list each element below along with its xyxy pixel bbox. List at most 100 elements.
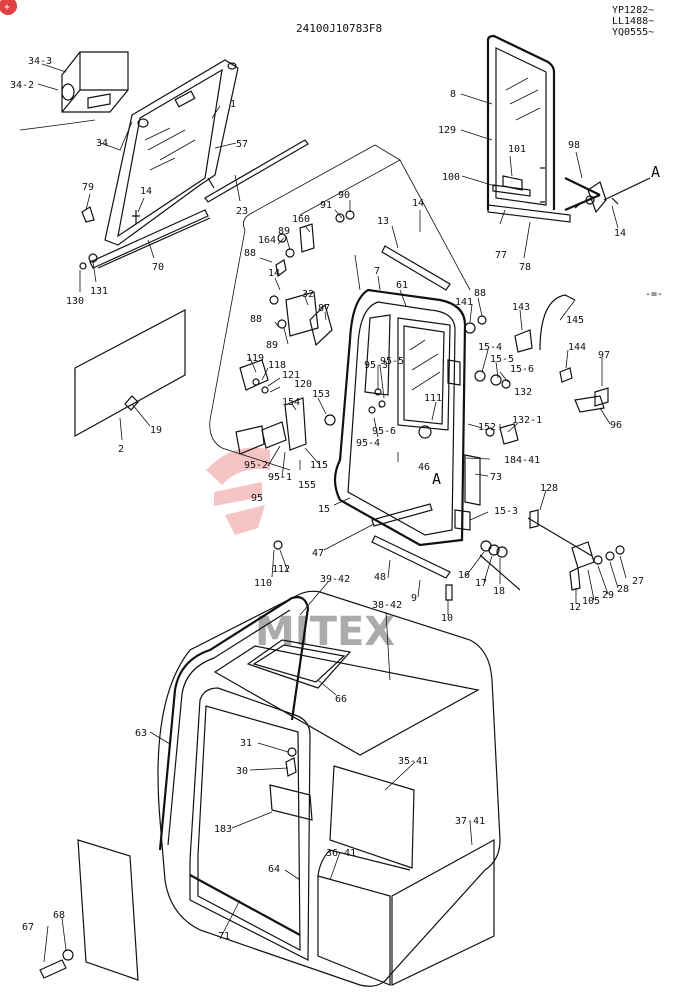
callout-119: 119 — [246, 353, 264, 364]
callout-15: 15 — [318, 504, 330, 515]
callout-79: 79 — [82, 182, 94, 193]
corner-badge: + — [0, 0, 17, 15]
callout-28: 28 — [617, 584, 629, 595]
callout-78: 78 — [519, 262, 531, 273]
callout-73: 73 — [490, 472, 502, 483]
detail-marker-a-top: A — [651, 163, 660, 181]
lower-window-panel — [74, 309, 186, 441]
callout-13: 13 — [377, 216, 389, 227]
callout-47: 47 — [312, 548, 324, 559]
callout-90: 90 — [338, 190, 350, 201]
callout-183: 183 — [214, 824, 232, 835]
callout-154: 154 — [282, 397, 300, 408]
callout-105: 105 — [582, 596, 600, 607]
callout-37-41: 37-41 — [455, 816, 485, 827]
callout-39-42: 39-42 — [320, 574, 350, 585]
callout-98: 98 — [568, 140, 580, 151]
callout-67: 67 — [22, 922, 34, 933]
callout-100: 100 — [442, 172, 460, 183]
serial-range-3: YQ0555~ — [612, 27, 654, 38]
callout-145: 145 — [566, 315, 584, 326]
callout-129: 129 — [438, 125, 456, 136]
callout-95-5: 95-5 — [380, 356, 404, 367]
callout-14: 14 — [140, 186, 152, 197]
corner-mark: -=- — [645, 289, 663, 300]
callout-77: 77 — [495, 250, 507, 261]
serial-range-2: LL1488~ — [612, 16, 654, 27]
drawing-number: 24100J10783F8 — [296, 22, 382, 35]
callout-34: 34 — [96, 138, 108, 149]
callout-35-41: 35-41 — [398, 756, 428, 767]
callout-7: 7 — [374, 266, 380, 277]
cab-body-assembly — [39, 581, 501, 987]
callout-118: 118 — [268, 360, 286, 371]
callout-63: 63 — [135, 728, 147, 739]
callout-8: 8 — [450, 89, 456, 100]
callout-9: 9 — [411, 593, 417, 604]
callout-48: 48 — [374, 572, 386, 583]
callout-144: 144 — [568, 342, 586, 353]
callout-30: 30 — [236, 766, 248, 777]
callout-38-42: 38-42 — [372, 600, 402, 611]
callout-34-2: 34-2 — [10, 80, 34, 91]
callout-88-right: 88 — [474, 288, 486, 299]
callout-112: 112 — [272, 564, 290, 575]
callout-143: 143 — [512, 302, 530, 313]
callout-89-mid: 89 — [266, 340, 278, 351]
callout-15-6: 15-6 — [510, 364, 534, 375]
callout-87: 87 — [318, 303, 330, 314]
callout-164: 164 — [258, 235, 276, 246]
callout-15-5: 15-5 — [490, 354, 514, 365]
callout-95-1: 95-1 — [268, 472, 292, 483]
callout-15-3: 15-3 — [494, 506, 518, 517]
callout-1: 1 — [230, 99, 236, 110]
callout-96: 96 — [610, 420, 622, 431]
badge-text: + — [4, 2, 10, 13]
callout-95: 95 — [251, 493, 263, 504]
callout-14-right: 14 — [614, 228, 626, 239]
callout-61: 61 — [396, 280, 408, 291]
callout-64: 64 — [268, 864, 280, 875]
callout-68: 68 — [53, 910, 65, 921]
callout-115: 115 — [310, 460, 328, 471]
callout-23: 23 — [236, 206, 248, 217]
callout-95-2: 95-2 — [244, 460, 268, 471]
callout-46: 46 — [418, 462, 430, 473]
callout-32: 32 — [302, 289, 314, 300]
callout-110: 110 — [254, 578, 272, 589]
callout-10: 10 — [441, 613, 453, 624]
front-upper-window-assembly — [19, 51, 309, 292]
callout-88-upper: 88 — [244, 248, 256, 259]
callout-152: 152 — [478, 422, 496, 433]
callout-97: 97 — [598, 350, 610, 361]
callout-95-4: 95-4 — [356, 438, 380, 449]
callout-128: 128 — [540, 483, 558, 494]
callout-29: 29 — [602, 590, 614, 601]
callout-14-door: 14 — [412, 198, 424, 209]
side-window-assembly — [460, 34, 651, 259]
callout-155: 155 — [298, 480, 316, 491]
callout-153: 153 — [312, 389, 330, 400]
callout-34-3: 34-3 — [28, 56, 52, 67]
serial-range-1: YP1282~ — [612, 5, 654, 16]
callout-132: 132 — [514, 387, 532, 398]
callout-132-1: 132-1 — [512, 415, 542, 426]
callout-12: 12 — [569, 602, 581, 613]
callout-89-upper: 89 — [278, 226, 290, 237]
callout-18: 18 — [493, 586, 505, 597]
callout-66: 66 — [335, 694, 347, 705]
callout-57: 57 — [236, 139, 248, 150]
callout-16: 16 — [458, 570, 470, 581]
callout-14-bracket: 14 — [268, 268, 280, 279]
callout-130: 130 — [66, 296, 84, 307]
callout-184-41: 184-41 — [504, 455, 540, 466]
door-assembly — [209, 144, 627, 615]
callout-120: 120 — [294, 379, 312, 390]
callout-95-6: 95-6 — [372, 426, 396, 437]
callout-91: 91 — [320, 200, 332, 211]
callout-19: 19 — [150, 425, 162, 436]
callout-31: 31 — [240, 738, 252, 749]
callout-88-mid: 88 — [250, 314, 262, 325]
